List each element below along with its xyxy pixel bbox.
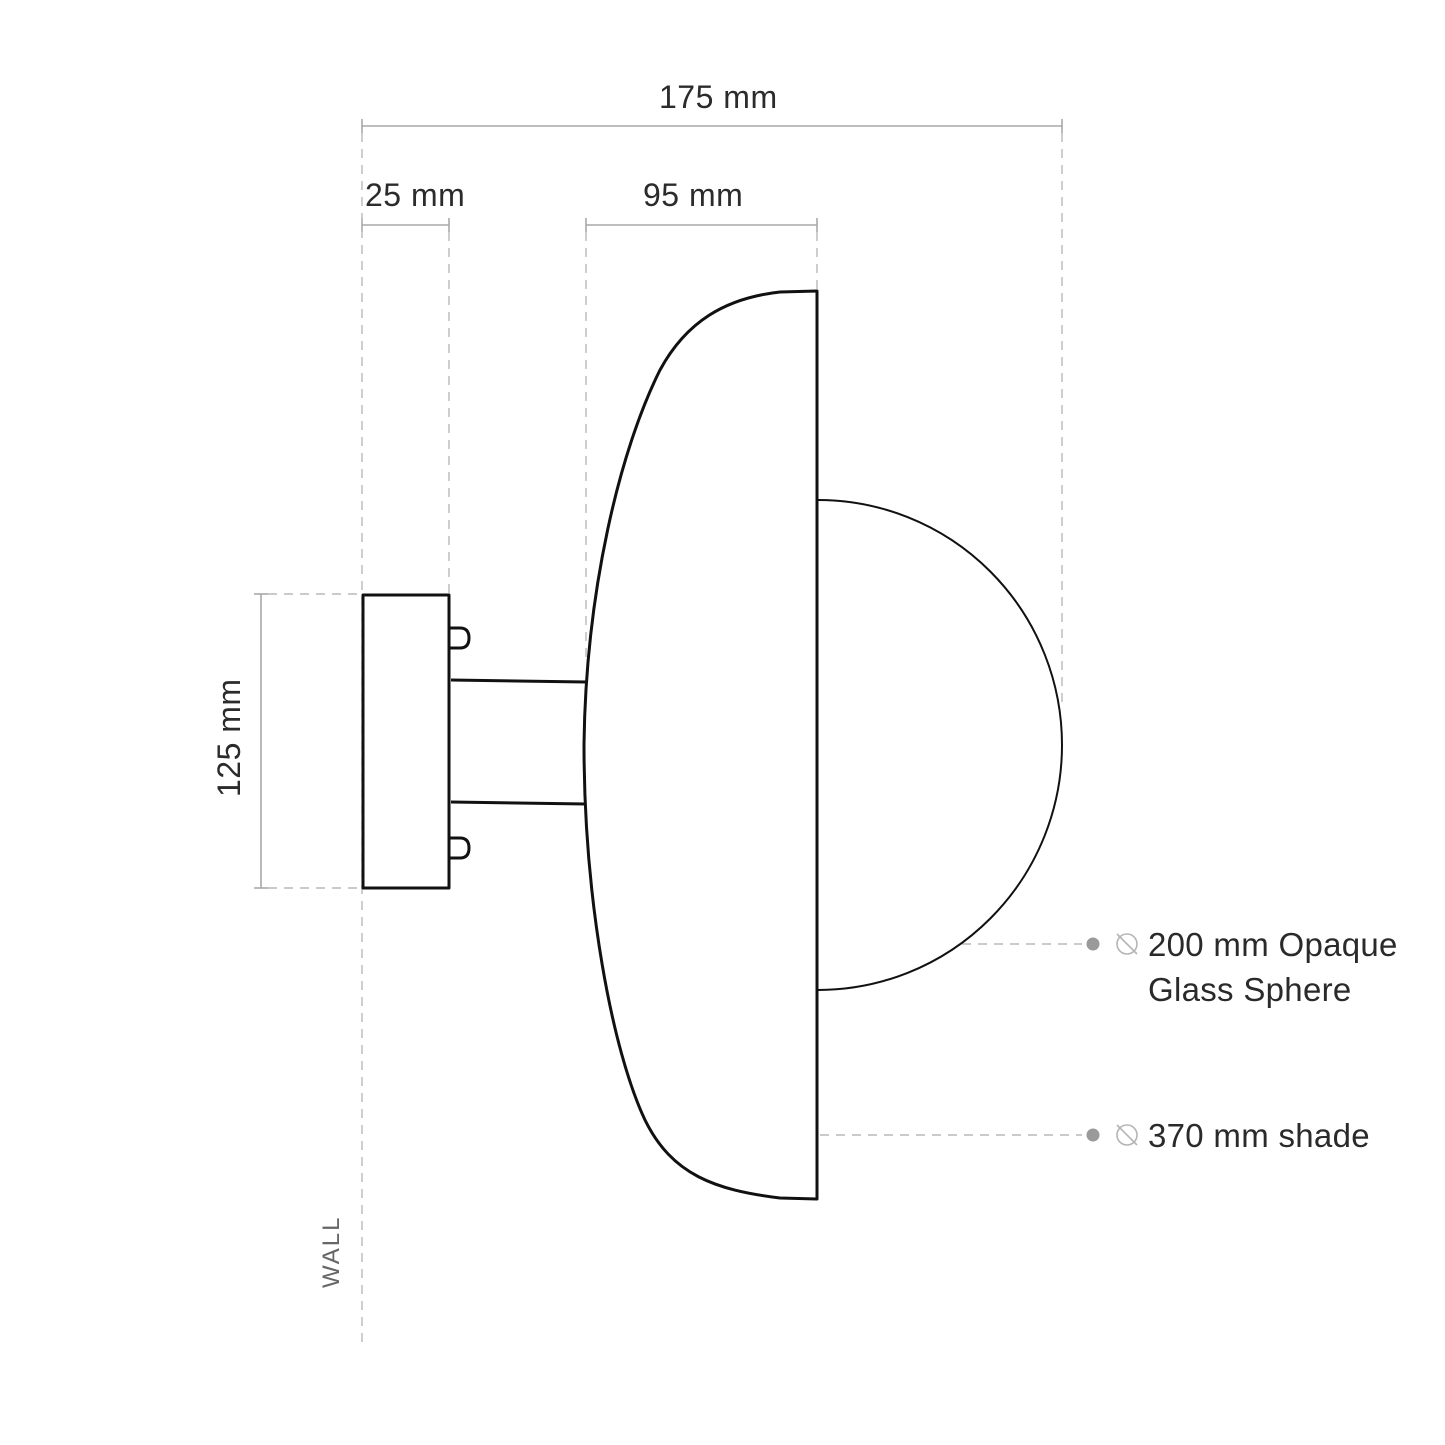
shade-callout-dot [1086,1128,1100,1142]
wall-label: WALL [318,1215,345,1288]
dim-label-shade-depth: 95 mm [643,177,744,213]
dimension-lines [254,119,1063,889]
shade-callout-line1: 370 mm shade [1148,1117,1370,1154]
backplate [361,593,451,890]
sphere-callout-line1: 200 mm Opaque [1148,926,1398,963]
glass-sphere [817,499,1063,991]
sphere-callout-dot [1086,937,1100,951]
screw-cap-top [449,626,471,650]
dim-label-backplate-height: 125 mm [211,678,247,797]
arm-bottom [450,800,587,806]
extension-lines [268,133,1082,1345]
diameter-icon [1116,1124,1138,1146]
screw-cap-bottom [449,836,471,860]
fixture [361,289,819,1201]
dim-label-overall-depth: 175 mm [659,79,778,115]
arm-top [450,678,587,684]
sphere-callout-line2: Glass Sphere [1148,971,1352,1008]
dim-label-backplate-depth: 25 mm [365,177,466,213]
diameter-icon [1116,933,1138,955]
shade [582,289,819,1201]
